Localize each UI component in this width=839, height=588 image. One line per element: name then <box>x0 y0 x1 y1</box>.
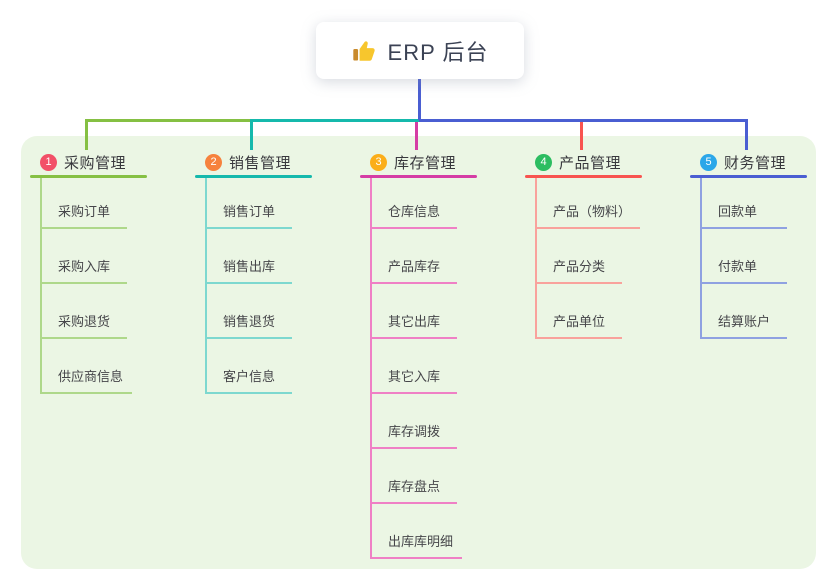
child-node-row: 产品分类 <box>537 229 640 284</box>
branch-header[interactable]: 5 财务管理 <box>690 150 807 175</box>
branch-node-4[interactable]: 4 产品管理 产品（物料） 产品分类产品单位 <box>525 150 642 339</box>
child-node[interactable]: 产品（物料） <box>537 201 641 229</box>
branch-header[interactable]: 4 产品管理 <box>525 150 642 175</box>
branch-children: 采购订单采购入库采购退货供应商信息 <box>40 178 133 394</box>
connector-drop-2 <box>250 119 253 150</box>
branch-children: 回款单付款单结算账户 <box>700 178 787 339</box>
branch-children: 销售订单销售出库销售退货客户信息 <box>205 178 292 394</box>
branch-number-badge: 4 <box>535 154 552 171</box>
branch-underline <box>525 175 642 178</box>
connector-horizontal-blue <box>419 119 748 122</box>
child-node-row: 采购入库 <box>42 229 132 284</box>
child-node[interactable]: 销售退货 <box>207 311 292 339</box>
child-node-row: 供应商信息 <box>42 339 133 394</box>
branch-children: 仓库信息产品库存其它出库其它入库库存调拨库存盘点出库库明细 <box>370 178 463 559</box>
child-node[interactable]: 采购订单 <box>42 201 127 229</box>
branch-node-3[interactable]: 3 库存管理 仓库信息产品库存其它出库其它入库库存调拨库存盘点出库库明细 <box>360 150 477 559</box>
child-node-row: 采购订单 <box>42 178 132 229</box>
branch-node-2[interactable]: 2 销售管理 销售订单销售出库销售退货客户信息 <box>195 150 312 394</box>
connector-drop-1 <box>85 119 88 150</box>
root-node-label: ERP 后台 <box>387 39 489 65</box>
branch-title: 财务管理 <box>724 155 787 172</box>
branch-header[interactable]: 1 采购管理 <box>30 150 147 175</box>
branch-header[interactable]: 2 销售管理 <box>195 150 312 175</box>
branch-number-badge: 5 <box>700 154 717 171</box>
branch-underline <box>195 175 312 178</box>
child-node[interactable]: 供应商信息 <box>42 366 133 394</box>
child-node-row: 付款单 <box>702 229 787 284</box>
branch-children: 产品（物料） 产品分类产品单位 <box>535 178 641 339</box>
branch-number-badge: 3 <box>370 154 387 171</box>
child-node-row: 产品单位 <box>537 284 640 339</box>
branch-underline <box>690 175 807 178</box>
child-node[interactable]: 产品库存 <box>372 256 457 284</box>
child-node[interactable]: 库存盘点 <box>372 476 457 504</box>
child-node-row: 采购退货 <box>42 284 132 339</box>
child-node[interactable]: 付款单 <box>702 256 787 284</box>
connector-drop-3 <box>415 122 418 150</box>
child-node[interactable]: 仓库信息 <box>372 201 457 229</box>
root-node[interactable]: ERP 后台 <box>316 22 524 79</box>
thumbs-up-icon <box>352 38 378 64</box>
branch-title: 库存管理 <box>394 155 457 172</box>
child-node-row: 仓库信息 <box>372 178 462 229</box>
child-node[interactable]: 产品分类 <box>537 256 622 284</box>
child-node-row: 结算账户 <box>702 284 787 339</box>
child-node[interactable]: 销售订单 <box>207 201 292 229</box>
child-node[interactable]: 结算账户 <box>702 311 787 339</box>
branch-header[interactable]: 3 库存管理 <box>360 150 477 175</box>
branch-node-1[interactable]: 1 采购管理 采购订单采购入库采购退货供应商信息 <box>30 150 147 394</box>
branch-title: 产品管理 <box>559 155 622 172</box>
branch-underline <box>30 175 147 178</box>
connector-drop-4 <box>580 122 583 150</box>
branch-number-badge: 1 <box>40 154 57 171</box>
branch-node-5[interactable]: 5 财务管理 回款单付款单结算账户 <box>690 150 807 339</box>
child-node-row: 销售订单 <box>207 178 292 229</box>
child-node-row: 其它入库 <box>372 339 462 394</box>
child-node[interactable]: 客户信息 <box>207 366 292 394</box>
child-node[interactable]: 其它入库 <box>372 366 457 394</box>
child-node-row: 其它出库 <box>372 284 462 339</box>
child-node-row: 库存调拨 <box>372 394 462 449</box>
child-node[interactable]: 回款单 <box>702 201 787 229</box>
child-node[interactable]: 产品单位 <box>537 311 622 339</box>
child-node[interactable]: 库存调拨 <box>372 421 457 449</box>
child-node[interactable]: 销售出库 <box>207 256 292 284</box>
child-node[interactable]: 采购入库 <box>42 256 127 284</box>
child-node-row: 销售退货 <box>207 284 292 339</box>
child-node-row: 产品（物料） <box>537 178 641 229</box>
branch-underline <box>360 175 477 178</box>
child-node[interactable]: 出库库明细 <box>372 531 463 559</box>
child-node-row: 回款单 <box>702 178 787 229</box>
branch-title: 采购管理 <box>64 155 127 172</box>
branch-number-badge: 2 <box>205 154 222 171</box>
child-node-row: 销售出库 <box>207 229 292 284</box>
connector-root-stem <box>418 79 421 120</box>
branches-background-panel <box>21 136 816 569</box>
child-node-row: 库存盘点 <box>372 449 462 504</box>
branch-title: 销售管理 <box>229 155 292 172</box>
connector-drop-5 <box>745 119 748 150</box>
child-node-row: 客户信息 <box>207 339 292 394</box>
connector-horizontal-teal <box>250 119 424 122</box>
child-node-row: 产品库存 <box>372 229 462 284</box>
child-node[interactable]: 其它出库 <box>372 311 457 339</box>
child-node[interactable]: 采购退货 <box>42 311 127 339</box>
child-node-row: 出库库明细 <box>372 504 463 559</box>
